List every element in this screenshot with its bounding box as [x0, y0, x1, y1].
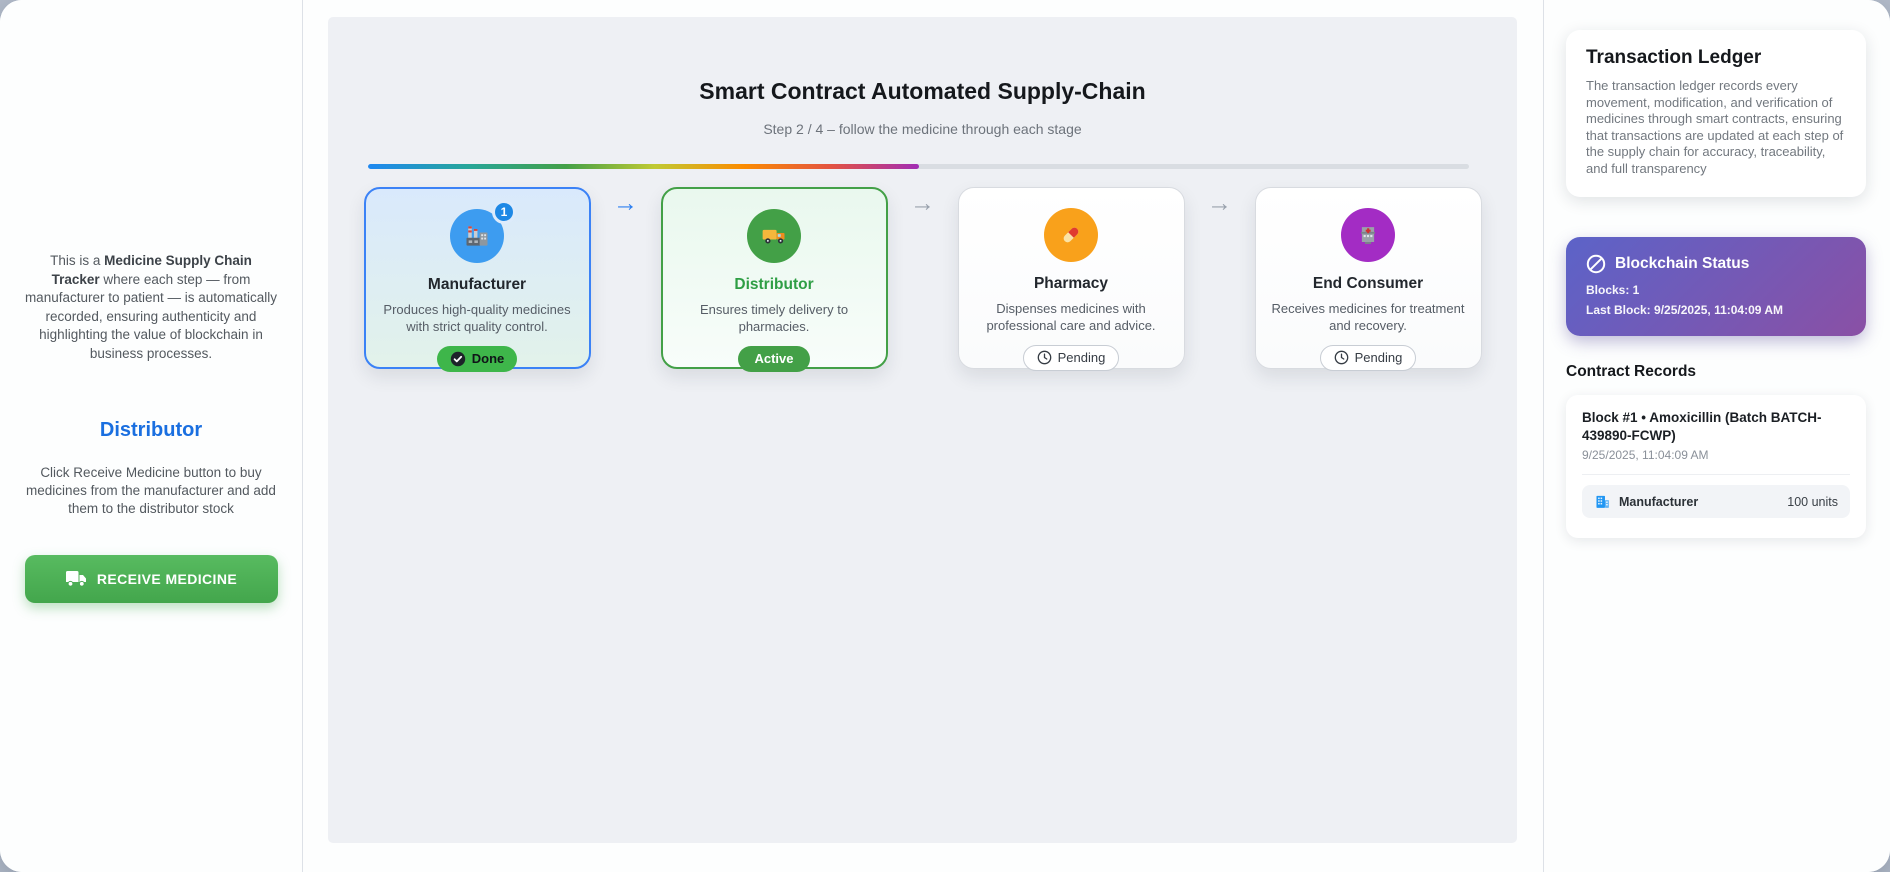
stage-count-badge: 1 [492, 199, 516, 224]
blockchain-status-card: Blockchain Status Blocks: 1 Last Block: … [1566, 237, 1866, 336]
slash-circle-icon [1586, 254, 1606, 274]
left-sidebar: This is a Medicine Supply Chain Tracker … [0, 0, 303, 872]
stage-row: 1 Manufacturer Produces high-quality med… [328, 186, 1517, 372]
arrow-right-icon: → [613, 188, 638, 217]
check-circle-icon [450, 351, 466, 367]
receive-medicine-button[interactable]: RECEIVE MEDICINE [24, 555, 278, 603]
stage-name: Distributor [734, 275, 814, 293]
blockchain-status-title: Blockchain Status [1615, 255, 1750, 272]
record-party-label: Manufacturer [1619, 494, 1699, 509]
status-label: Pending [1354, 350, 1403, 366]
stage-description: Produces high-quality medicines with str… [383, 301, 571, 334]
transaction-ledger-title: Transaction Ledger [1586, 47, 1762, 68]
arrow-right-icon: → [910, 188, 935, 217]
status-badge-pending: Pending [1022, 344, 1120, 371]
status-label: Done [471, 351, 505, 367]
pill-icon [1044, 207, 1098, 262]
stage-description: Ensures timely delivery to pharmacies. [699, 301, 849, 334]
transaction-ledger-card: Transaction Ledger The transaction ledge… [1566, 30, 1866, 197]
progress-fill [368, 163, 919, 169]
record-entry-row: Manufacturer 100 units [1582, 485, 1850, 518]
role-title: Distributor [99, 418, 203, 441]
stage-card-pharmacy: Pharmacy Dispenses medicines with profes… [957, 186, 1185, 371]
page-title: Smart Contract Automated Supply-Chain [699, 78, 1146, 105]
page-subtitle: Step 2 / 4 – follow the medicine through… [763, 120, 1082, 137]
building-icon [1594, 493, 1611, 510]
status-label: Pending [1057, 350, 1106, 366]
stage-name: Pharmacy [1033, 274, 1109, 292]
contract-records-heading: Contract Records [1566, 363, 1697, 380]
progress-track [368, 163, 1469, 169]
status-badge-done: Done [436, 345, 518, 372]
intro-text: This is a Medicine Supply Chain Tracker … [24, 253, 278, 361]
stage-description: Receives medicines for treatment and rec… [1271, 300, 1465, 333]
record-timestamp: 9/25/2025, 11:04:09 AM [1582, 448, 1709, 462]
record-title: Block #1 • Amoxicillin (Batch BATCH-4398… [1582, 410, 1822, 443]
stage-name: End Consumer [1312, 274, 1424, 292]
truck-icon [747, 208, 801, 263]
transaction-ledger-description: The transaction ledger records every mov… [1586, 78, 1844, 176]
receive-medicine-label: RECEIVE MEDICINE [96, 571, 238, 587]
truck-icon [65, 571, 87, 587]
last-block-timestamp: Last Block: 9/25/2025, 11:04:09 AM [1586, 303, 1783, 317]
main-surface: Smart Contract Automated Supply-Chain St… [328, 17, 1517, 843]
blocks-count: Blocks: 1 [1586, 283, 1640, 297]
status-badge-pending: Pending [1319, 344, 1417, 371]
status-badge-active: Active [738, 345, 810, 372]
status-label: Active [754, 351, 794, 367]
arrow-right-icon: → [1207, 188, 1232, 217]
hospital-icon [1341, 207, 1395, 262]
clock-icon [1334, 350, 1349, 365]
record-divider [1582, 474, 1850, 475]
stage-name: Manufacturer [427, 275, 527, 293]
stage-description: Dispenses medicines with professional ca… [986, 300, 1156, 333]
stage-card-distributor: Distributor Ensures timely delivery to p… [660, 186, 888, 372]
record-quantity: 100 units [1787, 494, 1838, 509]
stage-card-end-consumer: End Consumer Receives medicines for trea… [1254, 186, 1482, 371]
right-sidebar: Transaction Ledger The transaction ledge… [1543, 0, 1890, 872]
clock-icon [1037, 350, 1052, 365]
main-area: Smart Contract Automated Supply-Chain St… [303, 0, 1543, 872]
stage-card-manufacturer: 1 Manufacturer Produces high-quality med… [363, 186, 591, 372]
contract-record-card: Block #1 • Amoxicillin (Batch BATCH-4398… [1566, 395, 1866, 538]
intro-bold: Medicine Supply Chain Tracker [51, 253, 252, 287]
instruction-text: Click Receive Medicine button to buy med… [26, 464, 276, 516]
